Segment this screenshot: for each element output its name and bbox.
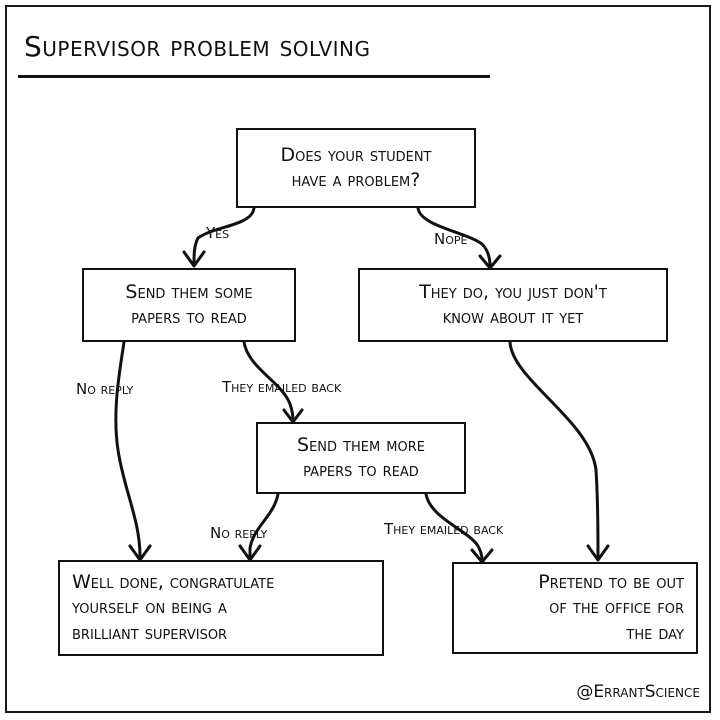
edge-label-emailed-back-2: They emailed back <box>384 520 504 538</box>
arrow-emailed-back-1 <box>242 340 295 422</box>
edge-label-yes: Yes <box>206 224 230 242</box>
node-send-more-papers: Send them more papers to read <box>256 422 466 494</box>
arrow-no-reply-2 <box>248 492 280 558</box>
node-they-do-problem: They do, you just don't know about it ye… <box>358 268 668 342</box>
node-send-papers: Send them some papers to read <box>82 268 296 342</box>
edge-label-nope: Nope <box>434 230 468 248</box>
arrow-they-do <box>508 340 600 558</box>
arrow-emailed-back-2 <box>424 492 484 562</box>
arrowhead-yes <box>182 250 206 268</box>
edge-label-emailed-back-1: They emailed back <box>222 378 342 396</box>
edge-label-no-reply-2: No reply <box>210 524 268 542</box>
node-pretend-out-of-office: Pretend to be out of the office for the … <box>452 562 698 654</box>
author-credit: @ErrantScience <box>576 682 700 702</box>
comic-frame <box>5 5 711 713</box>
node-well-done: Well done, congratulate yourself on bein… <box>58 560 384 656</box>
arrow-nope <box>416 206 492 268</box>
arrow-yes <box>192 206 256 266</box>
node-student-problem-question: Does your student have a problem? <box>236 128 476 208</box>
title-underline <box>18 75 490 78</box>
comic-title: Supervisor problem solving <box>24 30 371 63</box>
arrow-no-reply-1 <box>114 340 142 558</box>
arrowhead-they-do <box>586 544 610 562</box>
edge-label-no-reply-1: No reply <box>76 380 134 398</box>
